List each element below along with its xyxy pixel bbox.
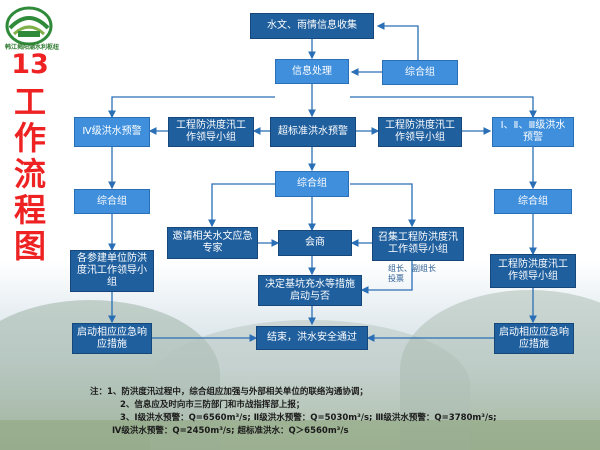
integrate-top-box: 综合组 [382,60,458,85]
note-line-3: 3、Ⅰ级洪水预警：Q=6560m³/s; Ⅱ级洪水预警：Q=5030m³/s; … [120,413,497,423]
leader-left-box: 工程防洪度汛工作领导小组 [168,117,254,147]
title-char-5: 图 [13,227,46,265]
warn-i-ii-iii-box: Ⅰ、Ⅱ、Ⅲ级洪水预警 [492,117,574,147]
title-char-1: 工 [13,83,46,121]
process-box: 信息处理 [275,59,349,84]
warn-iv-box: Ⅳ级洪水预警 [74,117,150,147]
vote-label: 组长、副组长投票 [388,264,436,283]
units-leader-box: 各参建单位防洪度汛工作领导小组 [70,250,154,292]
title-char-2: 作 [13,119,46,157]
integrate-mid-box: 综合组 [275,171,349,197]
end-box: 结束，洪水安全通过 [256,326,368,350]
emergency-right-box: 启动相应应急响应措施 [494,323,574,354]
title-char-3: 流 [13,155,46,193]
note-line-1: 注：1、防洪度汛过程中，综合组应加强与外部相关单位的联络沟通协调； [90,387,368,397]
note-line-2: 2、信息应及时向市三防部门和市战指挥部上报； [120,400,305,410]
leader-right2-box: 工程防洪度汛工作领导小组 [490,254,576,288]
convene-box: 召集工程防洪度汛工作领导小组 [372,227,464,261]
experts-box: 邀请相关水文应急专家 [167,227,258,259]
beyond-standard-box: 超标准洪水预警 [270,117,356,147]
logo-text: 韩江揭阳潮水利枢纽 [4,44,59,51]
title-char-4: 程 [13,191,46,229]
consult-box: 会商 [278,230,352,256]
leader-right-box: 工程防洪度汛工作领导小组 [378,117,462,147]
title-number: 13 [11,49,49,80]
integrate-left-box: 综合组 [74,189,150,214]
collect-box: 水文、雨情信息收集 [250,13,374,39]
integrate-right-box: 综合组 [494,189,572,214]
logo-emblem-icon [5,6,53,46]
note-line-4: Ⅳ级洪水预警：Q=2450m³/s; 超标准洪水：Q＞6560m³/s [112,426,349,436]
emergency-left-box: 启动相应应急响应措施 [72,323,152,354]
decide-box: 决定基坑充水等措施启动与否 [258,275,362,306]
logo [4,4,54,52]
